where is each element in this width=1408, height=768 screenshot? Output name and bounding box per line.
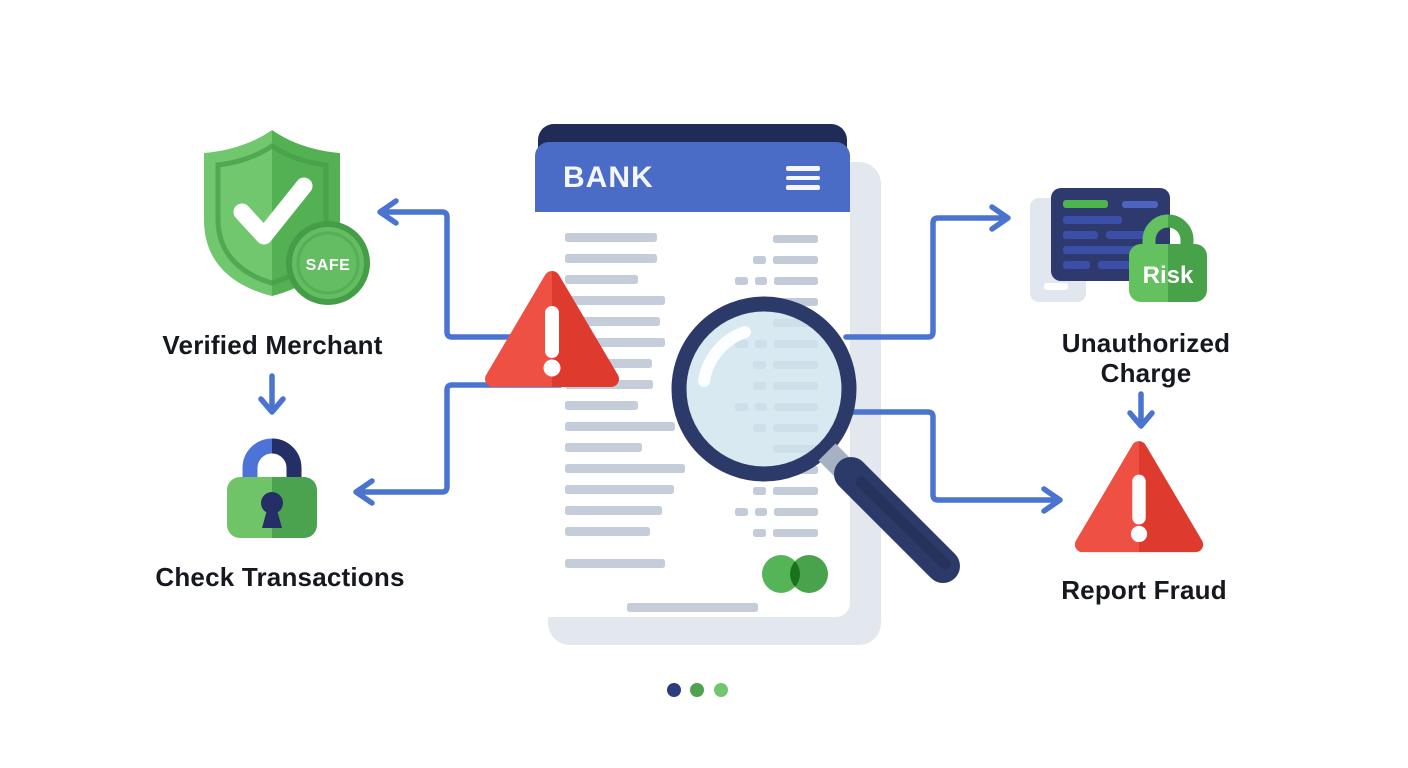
pagination-dot-2[interactable] [690, 683, 704, 697]
warning-triangle-icon [485, 271, 619, 387]
statement-dash [774, 277, 818, 285]
card-line [1098, 261, 1140, 269]
pagination-dots [660, 675, 750, 701]
statement-dash-row [734, 277, 818, 285]
arrowhead-right-bottom [1041, 486, 1063, 514]
statement-line [565, 233, 657, 242]
statement-dash-row [735, 256, 818, 264]
statement-dash-row [734, 508, 818, 516]
statement-line [565, 443, 642, 452]
statement-dash [753, 256, 766, 264]
lock-icon [227, 438, 317, 538]
bank-title: BANK [563, 161, 654, 194]
statement-line [565, 254, 657, 263]
arrowhead-right-top [989, 204, 1011, 232]
verified-merchant-label: Verified Merchant [162, 330, 383, 360]
card-overlap-icon [762, 555, 828, 593]
statement-line [565, 275, 638, 284]
statement-dash [754, 508, 768, 516]
menu-icon [786, 166, 820, 195]
check-transactions-label: Check Transactions [155, 562, 405, 592]
risk-lock-icon: Risk [1129, 214, 1207, 302]
statement-dash [734, 508, 748, 516]
card-line [1063, 231, 1098, 239]
statement-dash [773, 487, 818, 495]
magnifier-icon [671, 296, 960, 583]
statement-dash [773, 298, 818, 306]
statement-line [565, 485, 674, 494]
report-fraud-label: Report Fraud [1061, 575, 1227, 605]
card-line [1063, 261, 1090, 269]
statement-dash [753, 487, 766, 495]
warning-triangle-icon [1074, 441, 1204, 553]
statement-line [565, 296, 665, 305]
statement-dash [774, 508, 818, 516]
safe-badge-icon: SAFE [286, 221, 370, 305]
statement-dash-row [735, 487, 818, 495]
statement-line [565, 401, 638, 410]
bank-header: BANK [535, 142, 850, 212]
statement-dash [773, 529, 818, 537]
statement-line [565, 422, 675, 431]
card-line-green [1063, 200, 1108, 208]
arrowhead-left-bottom [353, 478, 375, 506]
statement-dash [773, 256, 818, 264]
statement-footer-line [627, 603, 758, 612]
card-line [1063, 216, 1122, 224]
statement-line [565, 317, 660, 326]
statement-line [565, 338, 665, 347]
arrowhead-left-top [377, 198, 399, 226]
pagination-dot-1[interactable] [667, 683, 681, 697]
statement-dash-row [735, 235, 818, 243]
card-line [1063, 246, 1143, 254]
receipt-slot [1044, 283, 1068, 290]
statement-dash [753, 529, 766, 537]
card-line [1122, 201, 1158, 208]
risk-badge-label: Risk [1143, 262, 1194, 289]
pagination-dot-3[interactable] [714, 683, 728, 697]
card-line [1106, 231, 1154, 239]
shield-check-icon: SAFE [204, 130, 370, 305]
unauthorized-charge-label: Unauthorized Charge [1061, 328, 1231, 388]
statement-dash [734, 277, 748, 285]
statement-dash-row [735, 529, 818, 537]
statement-line [565, 559, 665, 568]
statement-line [565, 527, 650, 536]
statement-dash [754, 277, 768, 285]
statement-line [565, 506, 662, 515]
statement-dash [773, 235, 818, 243]
safe-badge-label: SAFE [306, 257, 351, 274]
statement-line [565, 464, 685, 473]
